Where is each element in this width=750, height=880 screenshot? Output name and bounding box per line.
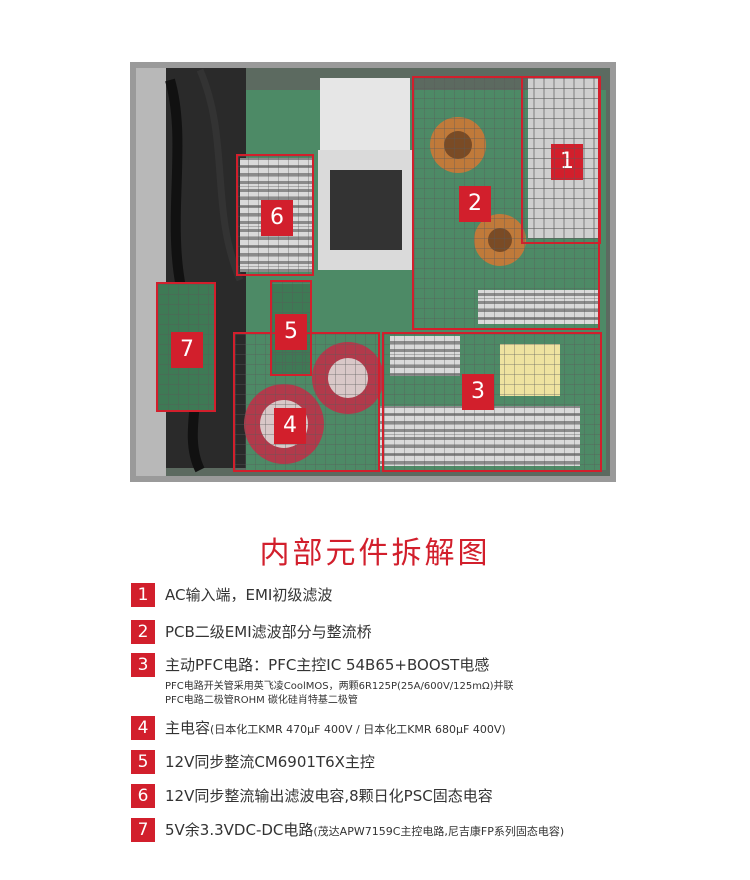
zone-1-ac-input: 1 <box>521 76 601 244</box>
item-number: 4 <box>131 716 155 740</box>
item-text: 主动PFC电路：PFC主控IC 54B65+BOOST电感 <box>165 656 490 674</box>
zone-label: 4 <box>274 408 306 444</box>
zone-5-sync-rectifier: 5 <box>270 280 312 376</box>
item-text-wrap: 5V余3.3VDC-DC电路(茂达APW7159C主控电路,尼吉康FP系列固态电… <box>165 819 564 840</box>
zone-4-main-capacitors: 4 <box>233 332 380 472</box>
item-detail: (日本化工KMR 470μF 400V / 日本化工KMR 680μF 400V… <box>210 723 506 736</box>
item-text: AC输入端，EMI初级滤波 <box>165 586 333 604</box>
item-number: 7 <box>131 818 155 842</box>
zone-label: 7 <box>171 332 203 368</box>
item-subtext-2: PFC电路二极管ROHM 碳化硅肖特基二极管 <box>165 695 358 706</box>
zone-label: 1 <box>551 144 583 180</box>
item-text: 12V同步整流CM6901T6X主控 <box>165 753 375 771</box>
zone-label: 3 <box>462 374 494 410</box>
item-detail: (茂达APW7159C主控电路,尼吉康FP系列固态电容) <box>313 825 565 838</box>
item-number: 2 <box>131 620 155 644</box>
zone-2-pcb-emi: 2 <box>412 76 600 330</box>
zone-label: 6 <box>261 200 293 236</box>
item-number: 3 <box>131 653 155 677</box>
item-text: 5V余3.3VDC-DC电路 <box>165 821 314 839</box>
item-number: 6 <box>131 784 155 808</box>
zone-6-output-capacitors: 6 <box>236 154 314 276</box>
item-text: PCB二级EMI滤波部分与整流桥 <box>165 623 372 641</box>
page-title: 内部元件拆解图 <box>259 536 491 571</box>
zone-7-dc-dc: 7 <box>156 282 216 412</box>
item-text: 12V同步整流输出滤波电容,8颗日化PSC固态电容 <box>165 787 493 805</box>
psu-board-illustration <box>130 62 616 482</box>
psu-internal-photo: 1 2 3 4 5 6 7 <box>130 62 616 482</box>
item-subtext-1: PFC电路开关管采用英飞凌CoolMOS，两颗6R125P(25A/600V/1… <box>165 681 514 692</box>
zone-3-pfc: 3 <box>382 332 602 472</box>
zone-label: 5 <box>275 314 307 350</box>
item-text-wrap: 主电容(日本化工KMR 470μF 400V / 日本化工KMR 680μF 4… <box>165 717 506 738</box>
item-number: 5 <box>131 750 155 774</box>
item-text: 主电容 <box>165 719 211 737</box>
zone-label: 2 <box>459 186 491 222</box>
item-number: 1 <box>131 583 155 607</box>
